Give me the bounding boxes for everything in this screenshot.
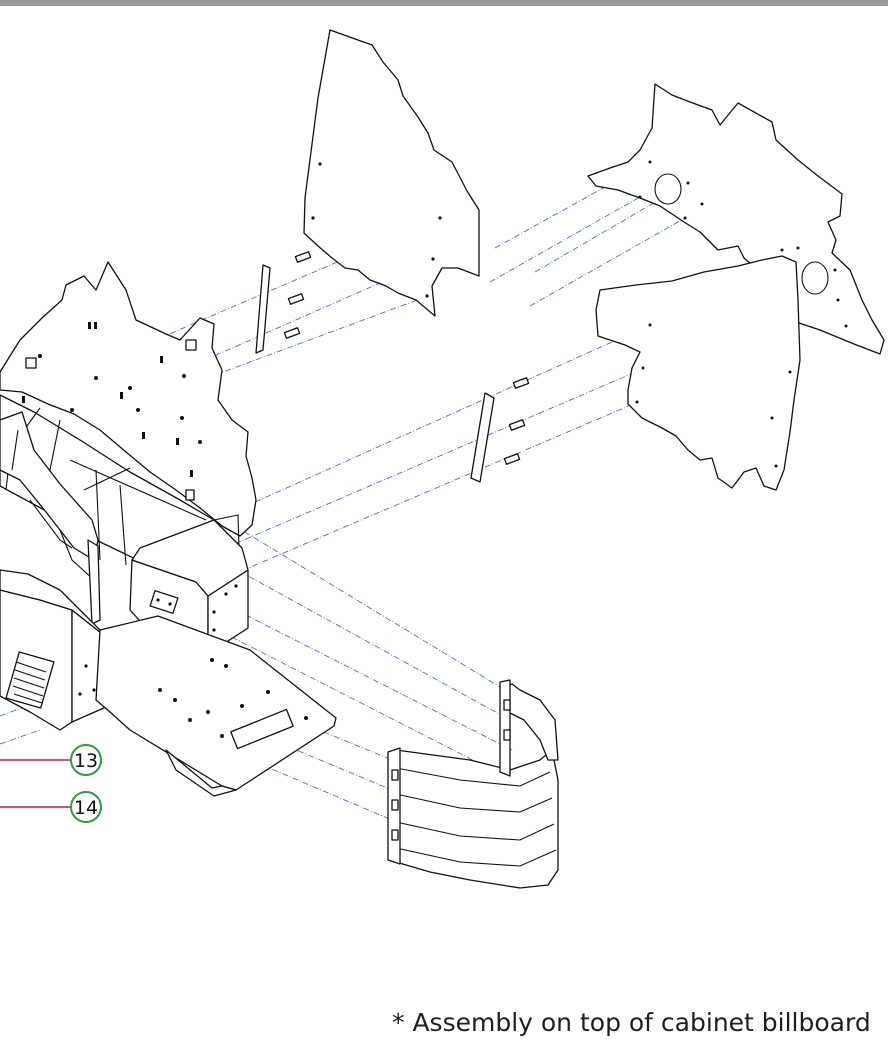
lower-bracket-rail — [470, 377, 530, 483]
right-rear-panel — [587, 83, 885, 355]
curved-billboard — [387, 679, 559, 889]
upper-rear-panel — [303, 29, 480, 317]
callout-14-ring — [70, 791, 102, 823]
callout-13-number: 13 — [74, 750, 98, 772]
callout-14-number: 14 — [74, 797, 98, 819]
left-support-frame — [0, 411, 101, 625]
front-right-panel — [595, 255, 801, 491]
base-plate — [95, 615, 337, 797]
callout-14: 14 — [0, 791, 102, 823]
upper-bracket-rail — [255, 251, 312, 354]
callout-13-ring — [70, 744, 102, 776]
assembly-footnote: * Assembly on top of cabinet billboard — [392, 1008, 871, 1037]
callout-13: 13 — [0, 744, 102, 776]
header-rule — [0, 0, 888, 6]
